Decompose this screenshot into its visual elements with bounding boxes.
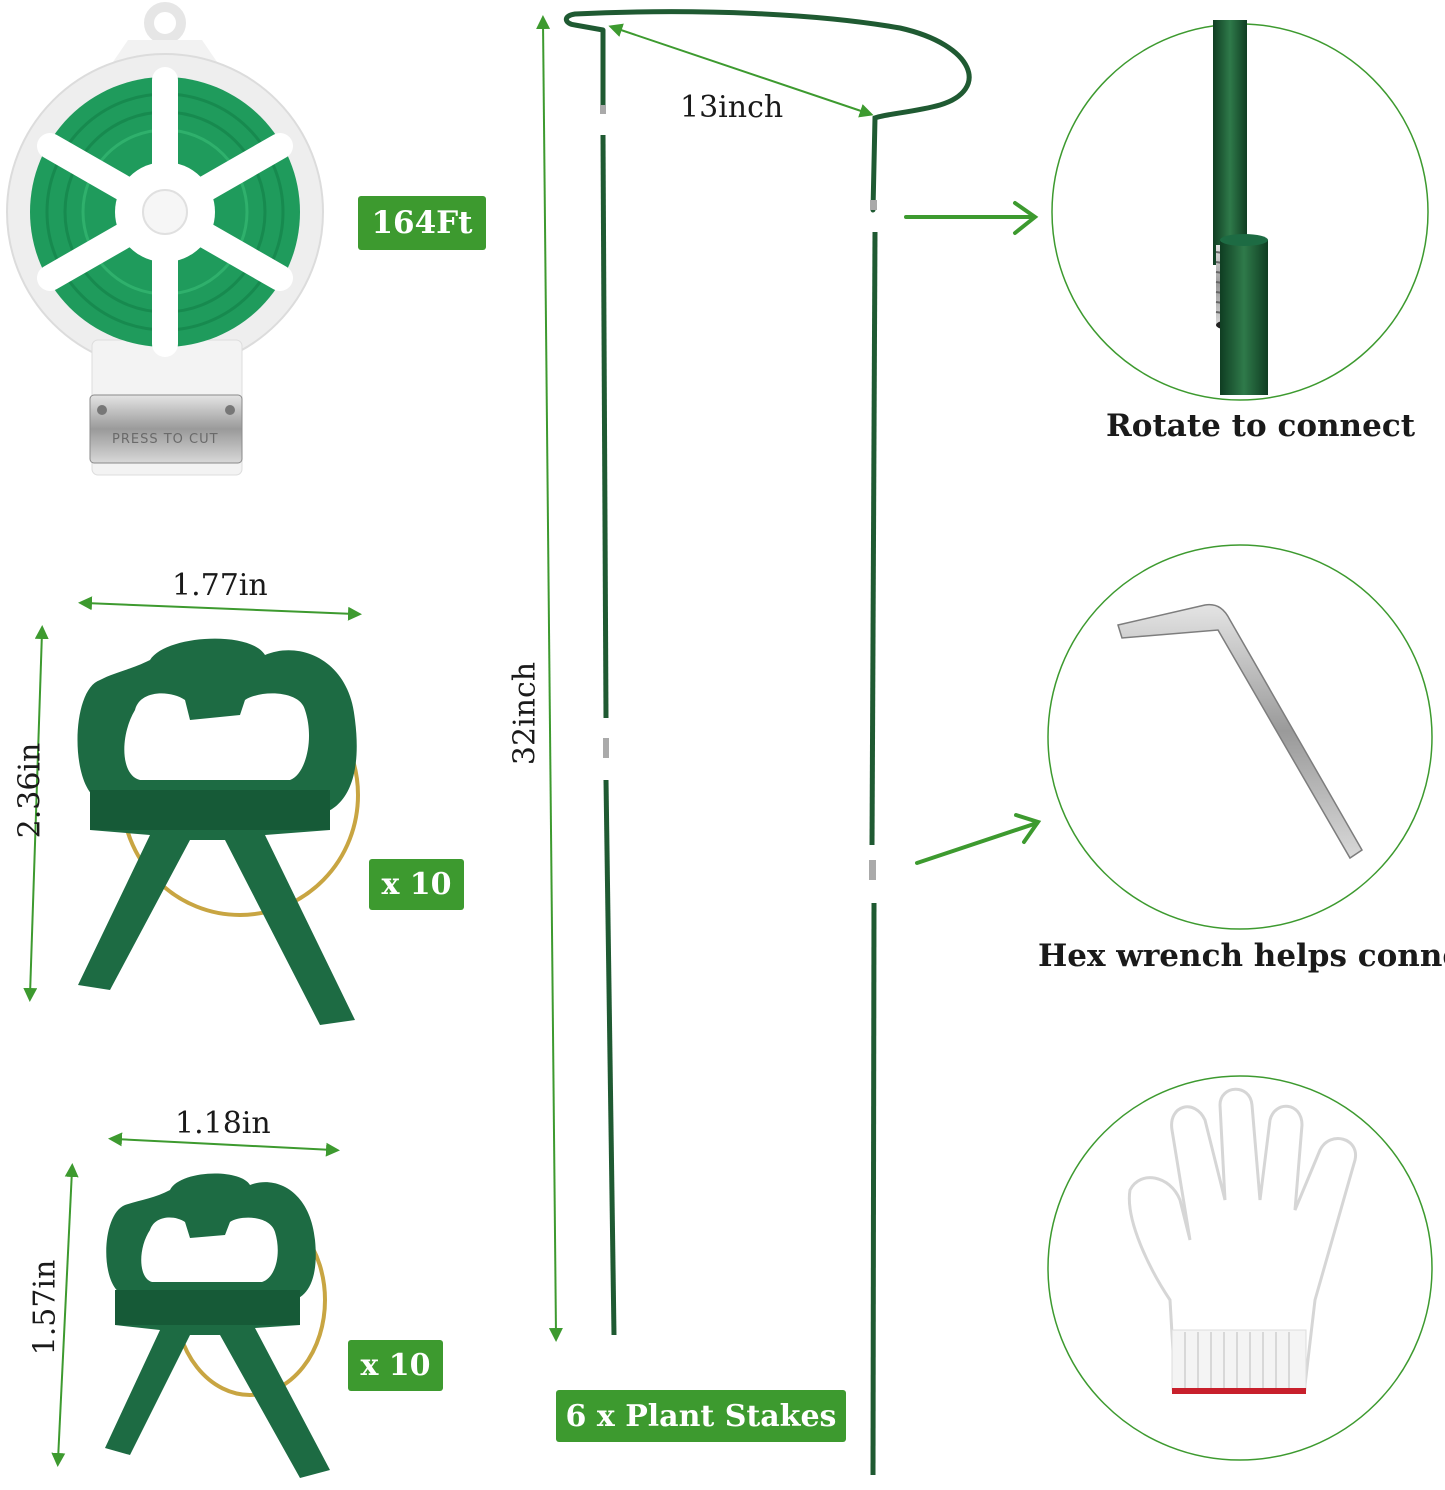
large-clip-height-line (23, 625, 49, 1002)
arrow-up-right-icon (915, 813, 1042, 865)
hex-wrench-circle (1047, 544, 1433, 930)
stake-height-label: 32inch (507, 661, 543, 766)
rotate-detail-circle (1051, 20, 1429, 401)
large-clip-width-line (78, 596, 362, 621)
small-clip-height-line (51, 1163, 79, 1467)
plant-stake (563, 9, 972, 1476)
spool-length-badge: 164Ft (358, 196, 486, 250)
small-clip (105, 1173, 330, 1478)
stake-height-line (536, 15, 563, 1342)
ring-width-line (608, 23, 874, 118)
glove-circle (1047, 1075, 1433, 1461)
ring-width-label: 13inch (680, 90, 784, 125)
small-clip-height-label: 1.57in (27, 1259, 63, 1356)
large-clip-count-badge: x 10 (369, 859, 464, 910)
stake-count-badge: 6 x Plant Stakes (556, 1390, 846, 1442)
spool-cutter-label: PRESS TO CUT (112, 432, 219, 447)
hex-caption: Hex wrench helps connect (1038, 938, 1445, 974)
large-clip-height-label: 2.36in (12, 742, 48, 839)
large-clip-width-label: 1.77in (172, 568, 268, 603)
large-clip (77, 638, 360, 1025)
rotate-caption: Rotate to connect (1106, 408, 1416, 444)
small-clip-width-line (108, 1132, 340, 1157)
arrow-right-icon (904, 201, 1039, 235)
small-clip-width-label: 1.18in (175, 1106, 271, 1141)
small-clip-count-badge: x 10 (348, 1340, 443, 1391)
twist-tie-spool (6, 2, 324, 476)
